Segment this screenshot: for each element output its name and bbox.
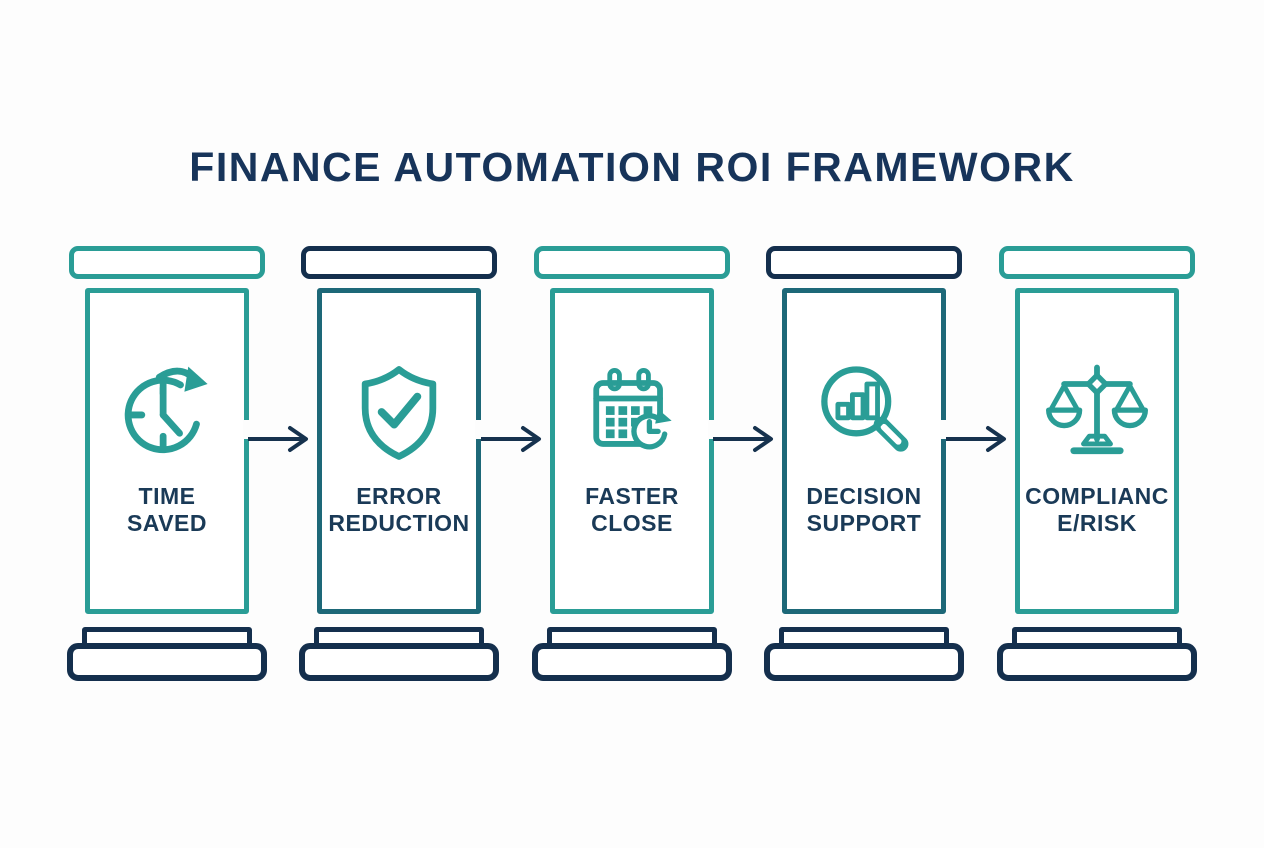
arrow-right-icon: [946, 426, 1006, 452]
flow-arrow-1: [248, 424, 318, 454]
pillar-body: DECISION SUPPORT: [782, 288, 946, 614]
arrow-right-icon: [481, 426, 541, 452]
pillar-label: TIME SAVED: [126, 483, 208, 536]
flow-arrow-4: [946, 424, 1016, 454]
pillar-cap: [999, 246, 1195, 279]
pillar-label: ERROR REDUCTION: [328, 483, 470, 536]
pillar-border-gap: [940, 420, 949, 439]
pillar-faster-close: FASTER CLOSE: [532, 246, 732, 686]
pillar-cap: [301, 246, 497, 279]
pillar-body: TIME SAVED: [85, 288, 249, 614]
pillar-cap: [766, 246, 962, 279]
pillar-border-gap: [708, 420, 717, 439]
pillar-compliance-risk: COMPLIANC E/RISK: [997, 246, 1197, 686]
page-title: FINANCE AUTOMATION ROI FRAMEWORK: [189, 144, 1075, 190]
pillar-base: [997, 643, 1197, 681]
flow-arrow-2: [481, 424, 551, 454]
arrow-right-icon: [713, 426, 773, 452]
pillar-decision-support: DECISION SUPPORT: [764, 246, 964, 686]
pillar-body: ERROR REDUCTION: [317, 288, 481, 614]
pillar-label: FASTER CLOSE: [585, 483, 679, 536]
pillar-body: COMPLIANC E/RISK: [1015, 288, 1179, 614]
pillar-body: FASTER CLOSE: [550, 288, 714, 614]
magnifier-bar-chart-icon: [806, 355, 922, 471]
calendar-clock-icon: [574, 355, 690, 471]
pillar-cap: [534, 246, 730, 279]
pillar-border-gap: [243, 420, 252, 439]
pillar-time-saved: TIME SAVED: [67, 246, 267, 686]
pillar-label: DECISION SUPPORT: [806, 483, 922, 536]
shield-check-icon: [341, 355, 457, 471]
clock-history-icon: [109, 355, 225, 471]
pillar-base: [764, 643, 964, 681]
arrow-right-icon: [248, 426, 308, 452]
pillar-base: [67, 643, 267, 681]
pillar-label: COMPLIANC E/RISK: [1025, 483, 1169, 536]
pillar-cap: [69, 246, 265, 279]
balance-scales-icon: [1039, 355, 1155, 471]
flow-arrow-3: [713, 424, 783, 454]
pillar-base: [532, 643, 732, 681]
pillar-border-gap: [475, 420, 484, 439]
pillar-base: [299, 643, 499, 681]
pillar-error-reduction: ERROR REDUCTION: [299, 246, 499, 686]
